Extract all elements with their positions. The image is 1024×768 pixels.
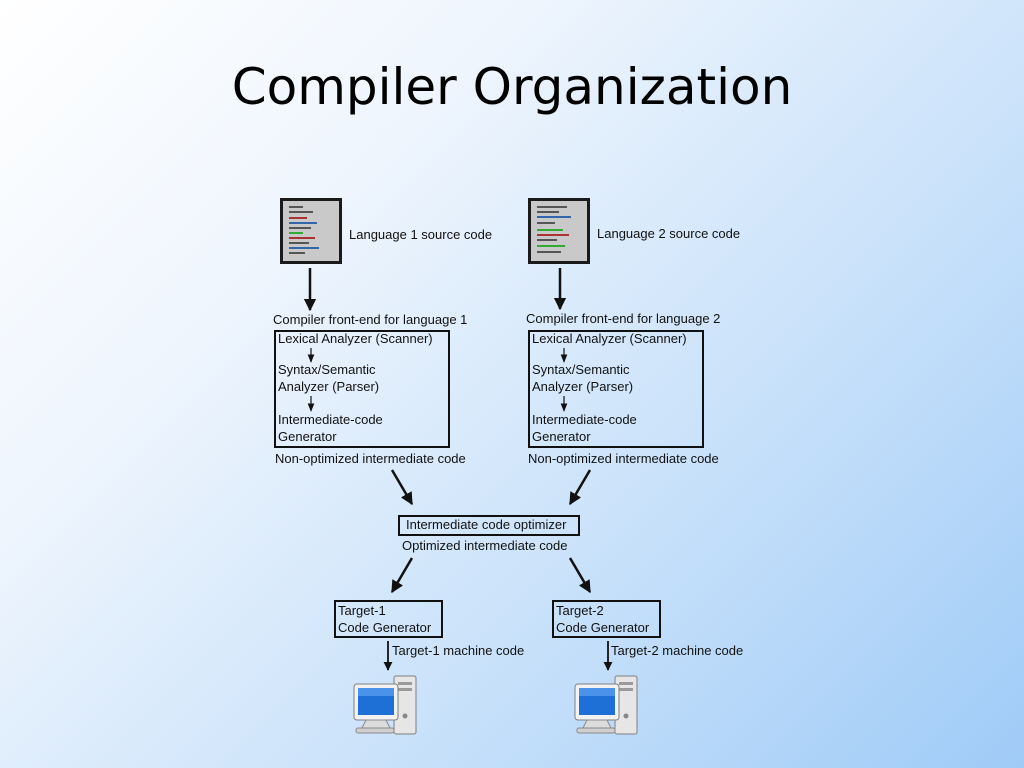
target-1-box <box>334 600 443 638</box>
language-2-source-label: Language 2 source code <box>597 226 741 241</box>
target-2-codegen: Code Generator <box>556 620 650 635</box>
frontend-1-icg-line2: Generator <box>278 429 337 444</box>
frontend-2-lexical-analyzer: Lexical Analyzer (Scanner) <box>532 331 687 346</box>
frontend-1-syntax-line1: Syntax/Semantic <box>278 362 376 377</box>
target-2-machine-code-label: Target-2 machine code <box>611 643 744 658</box>
non-optimized-code-label-1: Non-optimized intermediate code <box>275 451 466 466</box>
target-2-box <box>552 600 661 638</box>
computer-1-icon <box>353 675 417 735</box>
frontend-to-optimizer-arrows <box>390 469 592 506</box>
source-code-2-thumbnail <box>528 198 590 264</box>
slide-title: Compiler Organization <box>231 58 793 116</box>
internal-frontend-arrows <box>307 348 568 412</box>
optimizer-label: Intermediate code optimizer <box>406 517 567 532</box>
target-to-machine-arrows <box>383 641 613 671</box>
optimized-code-label: Optimized intermediate code <box>402 538 568 553</box>
source-to-frontend-arrows <box>303 268 567 312</box>
frontend-2-icg-line1: Intermediate-code <box>532 412 637 427</box>
frontend-2-syntax-line2: Analyzer (Parser) <box>532 379 634 394</box>
target-1-machine-code-label: Target-1 machine code <box>392 643 525 658</box>
frontend-1-lexical-analyzer: Lexical Analyzer (Scanner) <box>278 331 433 346</box>
frontend-1-syntax-line2: Analyzer (Parser) <box>278 379 380 394</box>
language-1-source-label: Language 1 source code <box>349 227 493 242</box>
target-1-name: Target-1 <box>338 603 386 618</box>
frontend-1-icg-line1: Intermediate-code <box>278 412 383 427</box>
frontend-1-title: Compiler front-end for language 1 <box>273 312 468 327</box>
target-2-name: Target-2 <box>556 603 604 618</box>
target-1-codegen: Code Generator <box>338 620 432 635</box>
non-optimized-code-label-2: Non-optimized intermediate code <box>528 451 719 466</box>
optimizer-to-target-arrows <box>390 557 592 594</box>
frontend-1-box <box>274 330 450 448</box>
optimizer-box <box>398 515 580 536</box>
frontend-2-icg-line2: Generator <box>532 429 591 444</box>
frontend-2-syntax-line1: Syntax/Semantic <box>532 362 630 377</box>
frontend-2-box <box>528 330 704 448</box>
frontend-2-title: Compiler front-end for language 2 <box>526 311 721 326</box>
source-code-1-thumbnail <box>280 198 342 264</box>
computer-2-icon <box>574 675 638 735</box>
